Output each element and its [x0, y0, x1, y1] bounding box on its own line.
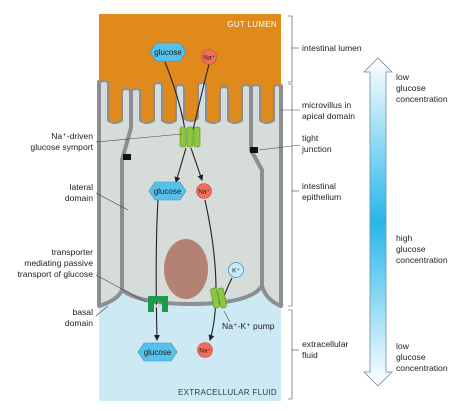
passive-glucose-transporter [148, 296, 168, 312]
glucose-bottom-label: glucose [144, 348, 172, 357]
gradient-mid-line3: concentration [396, 255, 448, 265]
sodium-top-label: Na⁺ [203, 55, 215, 62]
glucose-symport-transporter [179, 126, 201, 148]
glucose-top-label: glucose [154, 48, 182, 57]
gradient-mid-line2: glucose [396, 244, 426, 254]
gradient-label-top: low glucose concentration [396, 72, 448, 104]
concentration-gradient-arrow [363, 57, 393, 387]
gradient-bot-line3: concentration [396, 363, 448, 373]
nucleus [164, 239, 208, 299]
glucose-molecule-mid: glucose [148, 181, 187, 201]
basal-label-line1: basal [72, 307, 93, 317]
basal-domain-label: basal domain [65, 307, 93, 328]
epithelium-label-line1: intestinal [302, 181, 336, 191]
potassium-ion: K⁺ [228, 262, 244, 278]
tight-junction-right-b [254, 147, 258, 153]
gut-lumen-label: GUT LUMEN [227, 20, 277, 29]
ecf-label-line2: fluid [302, 350, 318, 360]
sodium-to-cytosol-arrow [190, 147, 204, 181]
epithelium-label-line2: epithelium [302, 192, 341, 202]
transporter-label-line2: mediating passive [24, 258, 93, 268]
transporter-label-line3: transport of glucose [18, 269, 94, 279]
epithelium-label: intestinal epithelium [302, 181, 341, 202]
microvillus-label: microvillus in apical domain [302, 100, 355, 121]
gradient-label-mid: high glucose concentration [396, 233, 448, 265]
pump-leader [223, 310, 231, 323]
glucose-entry-arrow [164, 61, 186, 131]
gradient-top-line1: low [396, 72, 410, 82]
basal-leader [95, 305, 109, 317]
microvillus-label-line1: microvillus in [302, 100, 351, 110]
sodium-potassium-pump [210, 287, 227, 309]
tight-junction-left-b [127, 154, 131, 160]
epithelium-bracket [288, 83, 293, 307]
lumen-bracket [288, 15, 293, 83]
sodium-ion-bottom: Na⁺ [197, 342, 213, 358]
tight-label-line2: junction [301, 144, 332, 154]
tight-junction-left-a [123, 154, 127, 160]
pump-label: Na⁺-K⁺ pump [222, 321, 275, 331]
tight-junction-label: tight junction [301, 133, 332, 154]
sodium-bottom-label: Na⁺ [199, 348, 211, 355]
glucose-exit-arrow [153, 199, 160, 341]
glucose-mid-label: glucose [154, 187, 182, 196]
ecf-bracket [288, 309, 293, 400]
ecf-label-line1: extracellular [302, 339, 348, 349]
sodium-entry-arrow [192, 63, 210, 131]
transporter-label: transporter mediating passive transport … [18, 247, 94, 279]
tight-label-line1: tight [302, 133, 319, 143]
tight-junction-leader [258, 144, 301, 151]
sodium-mid-label: Na⁺ [198, 189, 210, 196]
lateral-label-line1: lateral [70, 182, 93, 192]
gradient-bot-line1: low [396, 341, 410, 351]
gradient-top-line3: concentration [396, 94, 448, 104]
symport-label-line1: Na⁺-driven [51, 131, 93, 141]
transporter-leader [95, 274, 147, 303]
lateral-leader [95, 192, 129, 211]
symport-leader [95, 133, 183, 143]
gradient-mid-line1: high [396, 233, 412, 243]
extracellular-fluid-label: EXTRACELLULAR FLUID [178, 388, 277, 397]
gut-lumen-region [99, 14, 281, 122]
sodium-ion-top: Na⁺ [201, 49, 217, 65]
basal-label-line2: domain [65, 318, 93, 328]
glucose-to-cytosol-arrow [174, 147, 187, 183]
gradient-top-line2: glucose [396, 83, 426, 93]
gradient-bot-line2: glucose [396, 352, 426, 362]
sodium-ion-mid: Na⁺ [196, 183, 212, 199]
microvillus-label-line2: apical domain [302, 111, 355, 121]
intestinal-lumen-label: intestinal lumen [302, 43, 362, 53]
lateral-domain-label: lateral domain [65, 182, 93, 203]
gradient-label-bottom: low glucose concentration [396, 341, 448, 373]
potassium-label: K⁺ [232, 268, 240, 275]
glucose-molecule-bottom: glucose [137, 342, 178, 362]
tight-junction-right-a [250, 147, 254, 153]
lateral-label-line2: domain [65, 193, 93, 203]
symport-label-line2: glucose symport [30, 142, 93, 152]
symport-label: Na⁺-driven glucose symport [30, 131, 93, 152]
glucose-molecule-top: glucose [149, 42, 187, 62]
transporter-label-line1: transporter [51, 247, 93, 257]
ecf-label: extracellular fluid [302, 339, 348, 360]
